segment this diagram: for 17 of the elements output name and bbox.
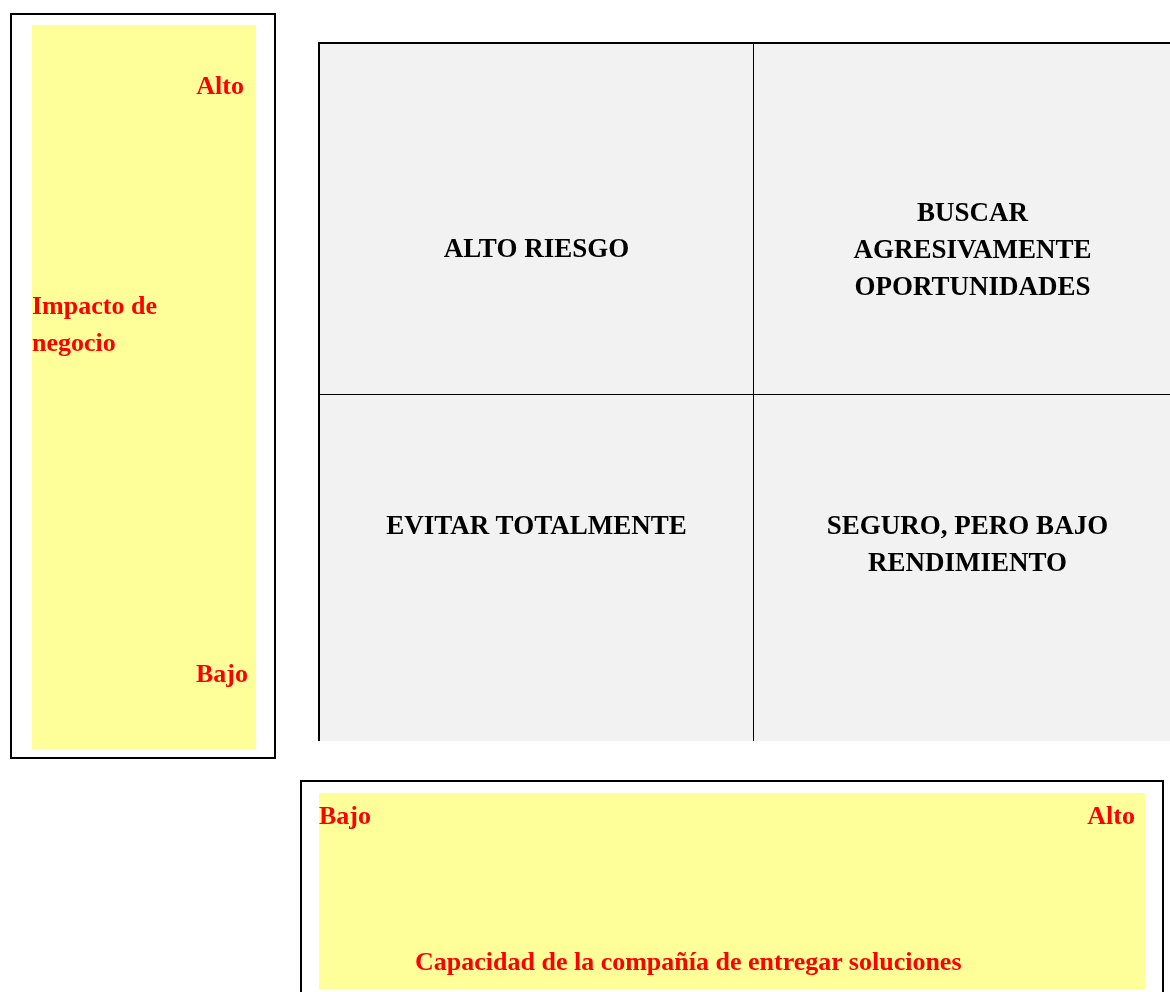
axis-label: Capacidad de la compañía de entregar soluciones [415, 946, 962, 978]
matrix-grid [318, 42, 1170, 741]
axis-label: Impacto de negocio [32, 290, 158, 359]
frame-box [10, 13, 276, 759]
axis-label: Alto [1087, 800, 1135, 832]
quadrant-label: EVITAR TOTALMENTE [385, 509, 688, 542]
quadrant-cell [320, 44, 754, 395]
axis-panel [32, 25, 256, 749]
quadrant-cell [320, 395, 754, 741]
quadrant-label: SEGURO, PERO BAJO RENDIMIENTO [825, 509, 1110, 579]
axis-label: Bajo [196, 658, 248, 690]
axis-label: Alto [196, 70, 244, 102]
axis-label: Bajo [319, 800, 371, 832]
quadrant-label: ALTO RIESGO [442, 232, 631, 265]
quadrant-cell [754, 44, 1170, 395]
quadrant-cell [754, 395, 1170, 741]
quadrant-label: BUSCAR AGRESIVAMENTE OPORTUNIDADES [852, 196, 1093, 303]
